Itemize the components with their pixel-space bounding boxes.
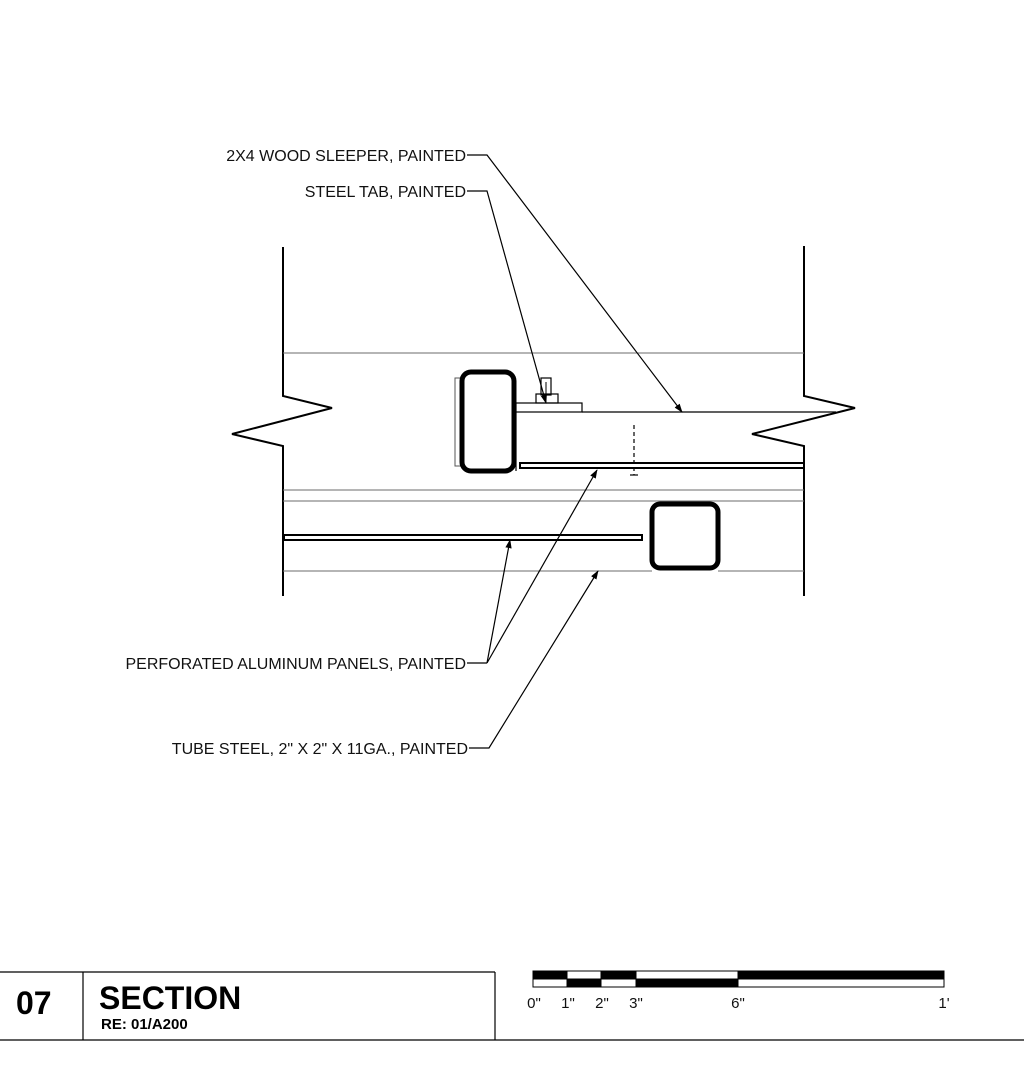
detail-reference: RE: 01/A200	[101, 1016, 188, 1033]
scale-label-1-foot: 1'	[938, 995, 949, 1012]
leader-lines	[467, 154, 683, 749]
scale-label-6: 6"	[731, 995, 745, 1012]
wood-sleeper	[515, 411, 836, 476]
steel-tab-callout: STEEL TAB, PAINTED	[305, 184, 466, 201]
lower-aluminum-panel	[283, 534, 643, 541]
detail-number: 07	[16, 985, 52, 1021]
construction-lines	[283, 352, 804, 572]
right-break-line	[751, 246, 856, 596]
title-block	[0, 971, 1024, 1041]
panels-callout: PERFORATED ALUMINUM PANELS, PAINTED	[126, 656, 467, 673]
scale-label-0: 0"	[527, 995, 541, 1012]
upper-aluminum-panel	[519, 462, 805, 469]
left-break-line	[231, 247, 333, 596]
detail-title: SECTION	[99, 980, 241, 1016]
scale-label-3: 3"	[629, 995, 643, 1012]
scale-label-1: 1"	[561, 995, 575, 1012]
scale-bar	[532, 970, 945, 988]
scale-label-2: 2"	[595, 995, 609, 1012]
steel-tab	[515, 377, 583, 413]
sleeper-callout: 2X4 WOOD SLEEPER, PAINTED	[226, 148, 466, 165]
lower-tube-steel	[649, 501, 721, 571]
tube-steel-callout: TUBE STEEL, 2" X 2" X 11GA., PAINTED	[172, 741, 468, 758]
upper-tube-steel	[454, 369, 517, 474]
